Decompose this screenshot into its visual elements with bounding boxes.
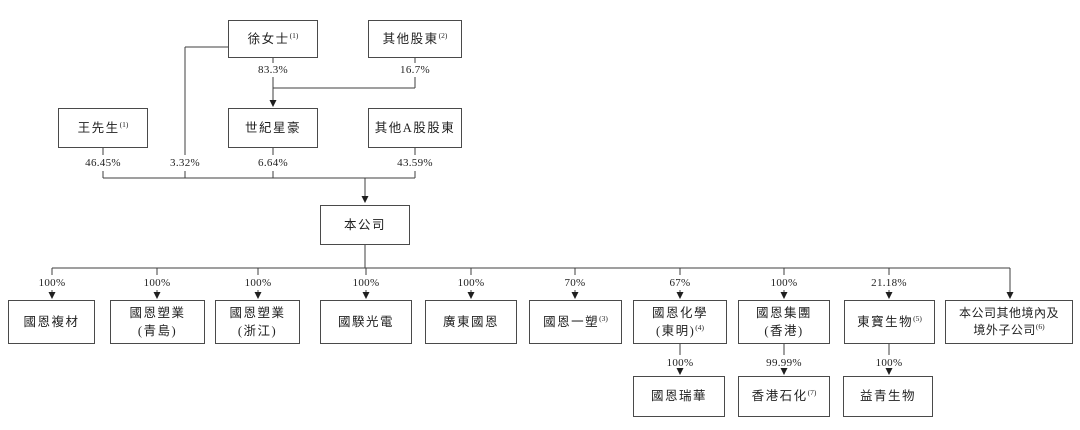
node-label: 徐女士(1) (247, 30, 299, 46)
node-ms-xu: 徐女士(1) (228, 20, 318, 58)
node-other-shareholders: 其他股東(2) (368, 20, 462, 58)
ownership-pct-century-company: 6.64% (258, 157, 288, 169)
node-label: 益青生物 (859, 389, 916, 404)
node-label: 國恩一塑(3) (543, 313, 608, 329)
node-guangdong-guoen: 廣東國恩 (425, 300, 517, 344)
node-label: 東寶生物(5) (857, 313, 922, 329)
ownership-pct-sub-6: 70% (564, 277, 586, 289)
ownership-pct-sub-5: 100% (457, 277, 485, 289)
ownership-pct-sub-7: 67% (669, 277, 691, 289)
node-label: 廣東國恩 (442, 314, 499, 329)
ownership-pct-ashare-company: 43.59% (397, 157, 433, 169)
node-guoen-group-hk: 國恩集團 (香港) (738, 300, 830, 344)
node-other-subsidiaries: 本公司其他境內及 境外子公司(6) (945, 300, 1073, 344)
ownership-pct-sub-4: 100% (352, 277, 380, 289)
node-label: 其他股東(2) (382, 30, 448, 46)
node-other-a-shareholders: 其他A股股東 (368, 108, 462, 148)
footnote-ref: (6) (1035, 322, 1045, 331)
ownership-pct-sub-2: 100% (143, 277, 171, 289)
node-guoen-composites: 國恩複材 (8, 300, 95, 344)
ownership-pct-ruihua: 100% (666, 357, 694, 369)
node-label: 王先生(1) (77, 119, 129, 135)
ownership-pct-others-century: 16.7% (400, 64, 430, 76)
ownership-pct-hk-petrochemical: 99.99% (766, 357, 802, 369)
ownership-pct-sub-9: 21.18% (871, 277, 907, 289)
node-the-company: 本公司 (320, 205, 410, 245)
ownership-pct-yiqing: 100% (875, 357, 903, 369)
ownership-pct-sub-1: 100% (38, 277, 66, 289)
node-label: 國恩塑業 (129, 305, 186, 320)
footnote-ref: (2) (438, 30, 448, 40)
footnote-ref: (7) (807, 388, 817, 398)
node-label: 國騤光電 (337, 314, 394, 329)
node-guoen-chemical-dongming: 國恩化學 (東明)(4) (633, 300, 727, 344)
node-label: 本公司其他境內及 (958, 305, 1059, 320)
node-label: 本公司 (343, 217, 386, 232)
node-label: 國恩化學 (651, 305, 708, 320)
footnote-ref: (4) (695, 322, 705, 332)
node-hk-petrochemical: 香港石化(7) (738, 376, 830, 417)
node-label: 國恩複材 (23, 314, 80, 329)
node-dongbao-biological: 東寶生物(5) (844, 300, 935, 344)
node-century-xinghao: 世紀星豪 (228, 108, 318, 148)
node-label: 國恩集團 (755, 305, 812, 320)
node-guoen-ruihua: 國恩瑞華 (633, 376, 725, 417)
ownership-pct-sub-3: 100% (244, 277, 272, 289)
footnote-ref: (1) (119, 119, 129, 129)
node-guoen-plastics-qingdao: 國恩塑業 (青島) (110, 300, 205, 344)
node-label: 世紀星豪 (244, 120, 301, 135)
ownership-pct-xu-company: 3.32% (170, 157, 200, 169)
footnote-ref: (3) (599, 313, 608, 323)
node-label: 國恩瑞華 (650, 389, 707, 404)
node-label: 香港石化(7) (751, 388, 817, 404)
ownership-pct-wang-company: 46.45% (85, 157, 121, 169)
footnote-ref: (1) (289, 30, 299, 40)
node-guoen-plastics-zhejiang: 國恩塑業 (浙江) (215, 300, 300, 344)
ownership-pct-sub-8: 100% (770, 277, 798, 289)
node-guokui-optoelectronics: 國騤光電 (320, 300, 412, 344)
node-guoen-yisu: 國恩一塑(3) (529, 300, 622, 344)
node-yiqing-biological: 益青生物 (843, 376, 933, 417)
node-label: 其他A股股東 (374, 120, 456, 135)
ownership-pct-xu-century: 83.3% (258, 64, 288, 76)
node-label: 國恩塑業 (229, 305, 286, 320)
node-mr-wang: 王先生(1) (58, 108, 148, 148)
footnote-ref: (5) (913, 313, 922, 323)
